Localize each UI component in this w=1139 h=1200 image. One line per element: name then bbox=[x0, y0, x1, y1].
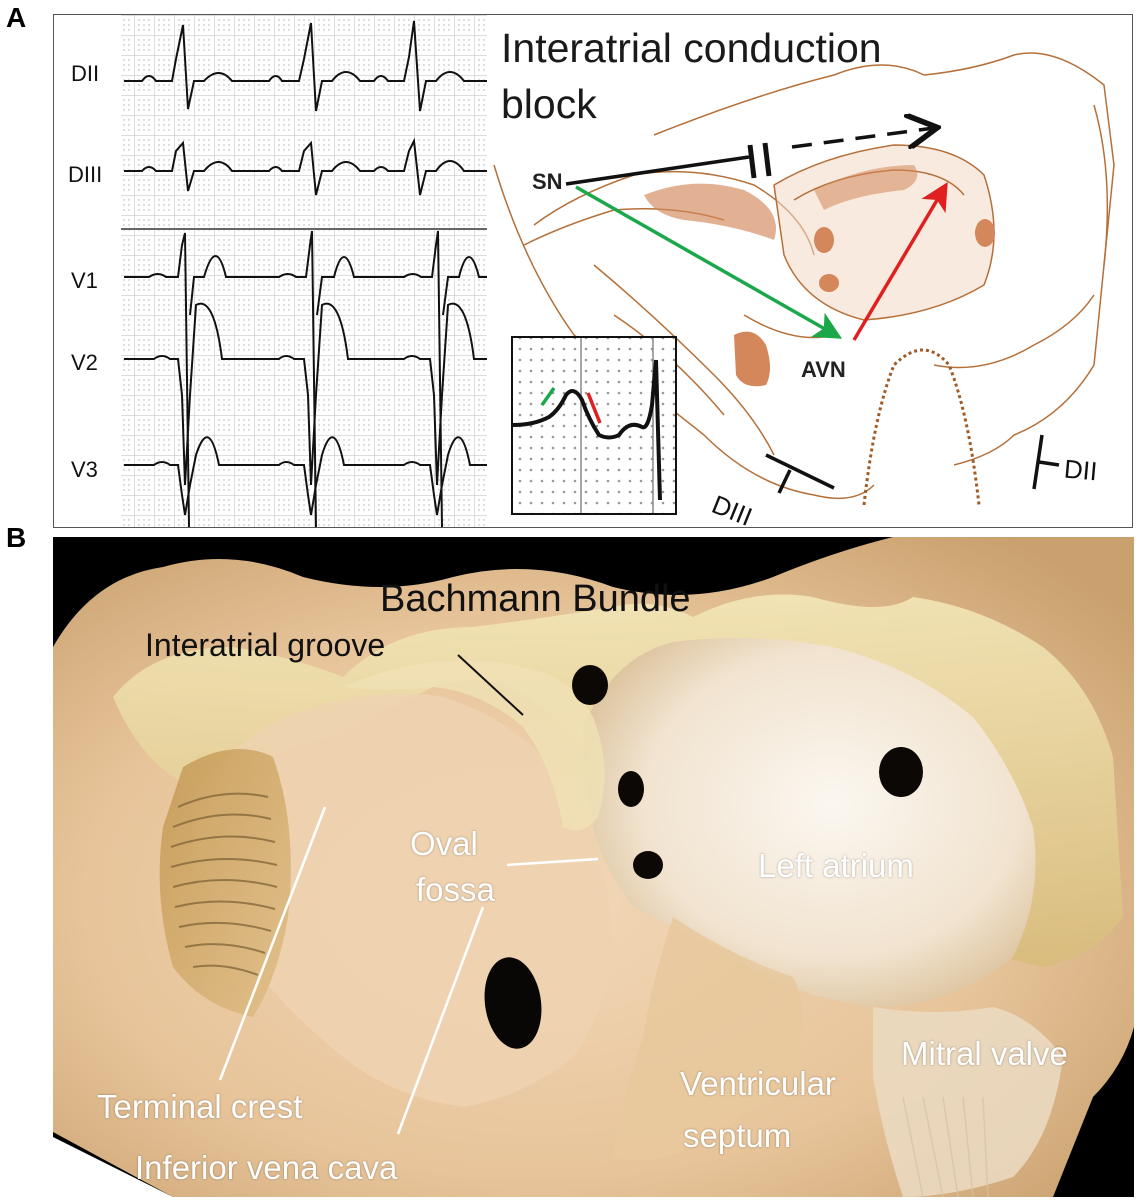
diagram-title-line2: block bbox=[501, 81, 597, 127]
inset-green-mark bbox=[540, 386, 556, 407]
label-interatrial-groove: Interatrial groove bbox=[145, 627, 386, 663]
pv-opening-2 bbox=[618, 771, 644, 807]
lead-label-v3: V3 bbox=[71, 457, 98, 482]
heart-specimen-photo bbox=[53, 537, 1134, 1197]
panel-a-graphics bbox=[121, 15, 1115, 527]
blocked-path-dashed-arrow bbox=[791, 128, 934, 147]
diii-axis-marker bbox=[765, 453, 835, 494]
pectinate-muscles bbox=[159, 749, 291, 1017]
ecg-strip bbox=[121, 15, 487, 527]
lead-label-diii: DIII bbox=[68, 162, 103, 187]
diagram-title-line1: Interatrial conduction bbox=[501, 25, 882, 71]
pv-opening-3 bbox=[633, 851, 663, 879]
avn-label: AVN bbox=[801, 357, 846, 382]
blocked-path-solid bbox=[565, 155, 750, 186]
label-mitral-valve: Mitral valve bbox=[901, 1035, 1068, 1072]
pv-opening-1 bbox=[572, 665, 608, 705]
lead-label-v2: V2 bbox=[71, 350, 98, 375]
dii-axis-label: DII bbox=[1062, 453, 1099, 487]
sn-label: SN bbox=[532, 169, 563, 194]
label-oval-fossa-line1: Oval bbox=[410, 825, 478, 862]
atria-shading bbox=[644, 165, 995, 387]
inset-ecg bbox=[511, 336, 677, 515]
red-conduction-arrow bbox=[852, 181, 948, 341]
block-mark-2 bbox=[762, 142, 772, 177]
ivc-opening bbox=[484, 957, 542, 1049]
label-ventricular-septum-line2: septum bbox=[683, 1117, 792, 1154]
label-inferior-vena-cava: Inferior vena cava bbox=[135, 1149, 398, 1186]
label-leader-lines bbox=[457, 654, 524, 716]
lead-label-v1: V1 bbox=[71, 268, 98, 293]
ecg-trace-v1 bbox=[124, 230, 487, 527]
label-oval-fossa-line2: fossa bbox=[416, 871, 495, 908]
inset-red-mark bbox=[586, 392, 602, 424]
ecg-trace-v2 bbox=[124, 302, 487, 486]
dii-axis-marker bbox=[1032, 434, 1060, 490]
panel-a: DII DIII V1 V2 V3 Interatrial conduction… bbox=[53, 14, 1133, 528]
label-bachmann-bundle: Bachmann Bundle bbox=[380, 578, 691, 620]
block-mark-1 bbox=[747, 144, 757, 179]
av-septum-dotted bbox=[862, 348, 981, 506]
ecg-trace-v3 bbox=[124, 436, 487, 516]
green-conduction-arrow bbox=[575, 185, 843, 339]
ecg-trace-diii bbox=[124, 137, 487, 196]
label-terminal-crest: Terminal crest bbox=[97, 1088, 303, 1125]
left-atrium-cavity bbox=[583, 638, 1036, 1007]
ecg-trace-dii bbox=[124, 20, 487, 112]
panel-b-letter: B bbox=[6, 522, 27, 553]
pv-opening-4 bbox=[879, 747, 923, 797]
panel-a-letter: A bbox=[6, 2, 27, 33]
label-left-atrium: Left atrium bbox=[758, 847, 914, 884]
label-ventricular-septum-line1: Ventricular bbox=[680, 1065, 836, 1102]
lead-label-dii: DII bbox=[71, 61, 100, 86]
panel-b: Bachmann Bundle Interatrial groove Oval … bbox=[53, 537, 1134, 1197]
inset-trace bbox=[512, 359, 662, 501]
